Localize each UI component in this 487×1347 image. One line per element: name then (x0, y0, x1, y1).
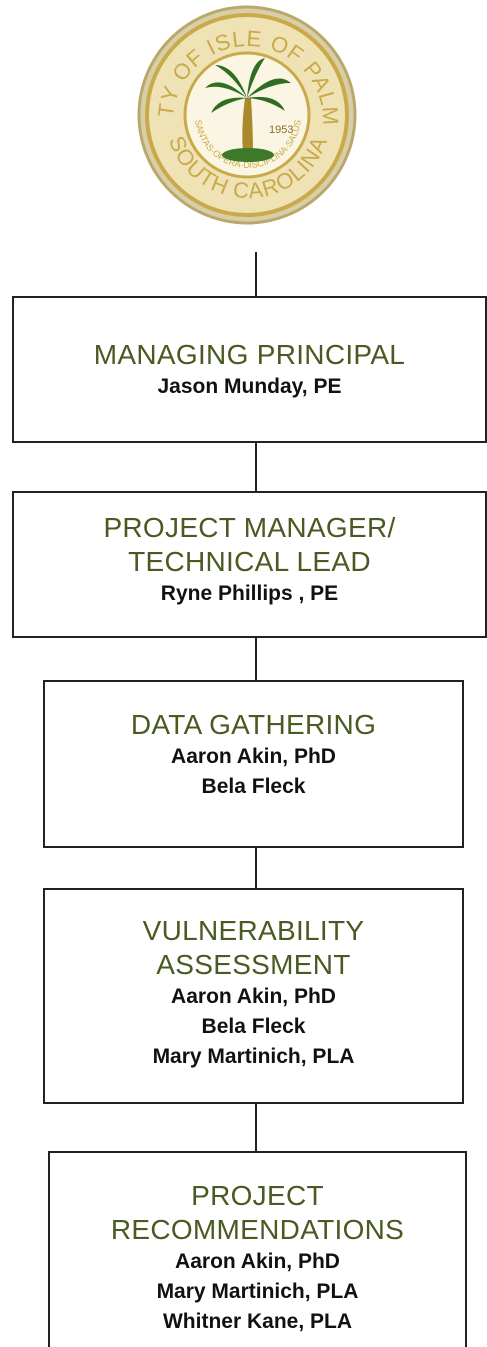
person-name: Aaron Akin, PhD (171, 745, 336, 768)
role-title: PROJECT (191, 1180, 324, 1211)
role-title: RECOMMENDATIONS (110, 1214, 405, 1245)
box-project-recommendations: PROJECT RECOMMENDATIONS Aaron Akin, PhD … (48, 1151, 467, 1347)
box-managing-principal: MANAGING PRINCIPAL Jason Munday, PE (12, 296, 487, 443)
box-vulnerability-assessment: VULNERABILITY ASSESSMENT Aaron Akin, PhD… (43, 888, 464, 1104)
box-project-manager: PROJECT MANAGER/ TECHNICAL LEAD Ryne Phi… (12, 491, 487, 638)
seal-year-text: 1953 (269, 124, 293, 136)
person-name: Mary Martinich, PLA (152, 1045, 355, 1068)
person-name: Bela Fleck (201, 775, 306, 798)
role-title: PROJECT MANAGER/ (103, 512, 396, 543)
person-name: Whitner Kane, PLA (162, 1310, 352, 1333)
person-name: Ryne Phillips , PE (160, 582, 339, 605)
role-title: MANAGING PRINCIPAL (93, 339, 406, 370)
person-name: Aaron Akin, PhD (175, 1250, 340, 1273)
role-title: ASSESSMENT (156, 949, 351, 980)
person-name: Aaron Akin, PhD (171, 985, 336, 1008)
box-data-gathering: DATA GATHERING Aaron Akin, PhD Bela Flec… (43, 680, 464, 848)
palm-tree-icon (205, 58, 291, 162)
person-name: Mary Martinich, PLA (156, 1280, 359, 1303)
role-title: VULNERABILITY (142, 915, 365, 946)
person-name: Bela Fleck (201, 1015, 306, 1038)
role-title: DATA GATHERING (130, 709, 377, 740)
person-name: Jason Munday, PE (157, 375, 342, 398)
role-title: TECHNICAL LEAD (128, 546, 371, 577)
